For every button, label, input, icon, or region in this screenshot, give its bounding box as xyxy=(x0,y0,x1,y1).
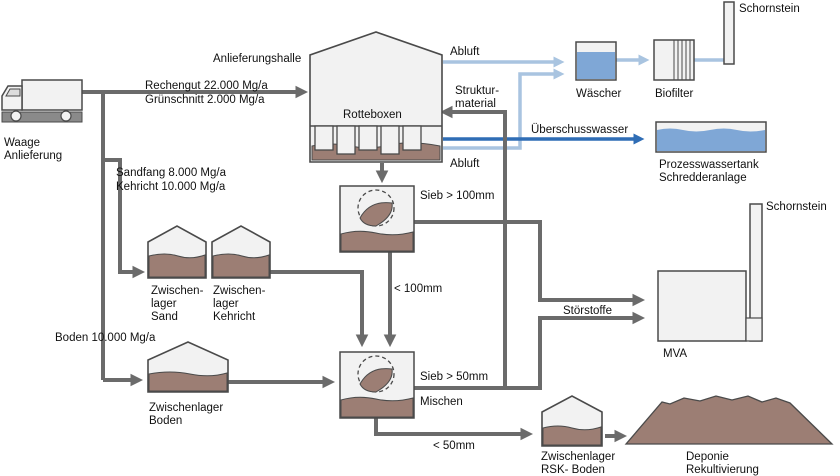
prozesswassertank-label-1: Prozesswassertank xyxy=(659,159,759,171)
zw-sand-label-1: Zwischen- xyxy=(151,285,204,297)
mischen-label: Mischen xyxy=(420,396,463,408)
schornstein-mva-label: Schornstein xyxy=(766,201,827,213)
zw-boden-label-2: Boden xyxy=(149,415,182,427)
deponie-label-2: Rekultivierung xyxy=(686,464,759,476)
biofilter-label: Biofilter xyxy=(655,88,694,100)
strukturmaterial-label-1: Struktur- xyxy=(455,85,499,97)
rottboxen-label: Rotteboxen xyxy=(343,109,402,121)
zwischenlager-boden xyxy=(147,341,229,393)
mva-plant xyxy=(657,203,763,342)
sandfang-label: Sandfang 8.000 Mg/a xyxy=(116,167,227,179)
prozesswassertank xyxy=(655,121,767,153)
anlieferungshalle-building xyxy=(309,31,443,163)
abluft-flow-bottom xyxy=(443,68,565,150)
sieb100-label: Sieb > 100mm xyxy=(420,190,494,202)
boden-label: Boden 10.000 Mg/a xyxy=(55,332,156,344)
sieb100-to-mva-flow xyxy=(412,220,646,307)
anlieferungshalle-label: Anlieferungshalle xyxy=(213,53,301,65)
zw-sand-label-3: Sand xyxy=(151,311,178,323)
schornstein-top-label: Schornstein xyxy=(739,3,800,15)
waescher-tank xyxy=(575,41,617,81)
truck-icon xyxy=(1,79,83,123)
chimney-top xyxy=(723,1,735,65)
zw-kehricht-label-1: Zwischen- xyxy=(213,285,266,297)
zwischenlager-kehricht xyxy=(211,225,271,279)
rechengut-label: Rechengut 22.000 Mg/a xyxy=(145,80,268,92)
sieb50-label: Sieb > 50mm xyxy=(420,371,488,383)
zw-kehricht-label-3: Kehricht xyxy=(213,311,256,323)
sieb50-to-mva-flow xyxy=(412,311,646,390)
deponie-label-1: Deponie xyxy=(686,451,729,463)
abluft-label-top: Abluft xyxy=(450,46,480,58)
zwischenlager-rsk-boden xyxy=(541,395,603,447)
zw-sand-label-2: lager xyxy=(151,298,177,310)
abluft-label-bottom: Abluft xyxy=(450,158,480,170)
waescher-label: Wäscher xyxy=(576,88,622,100)
sieb-50-mischen-unit xyxy=(339,351,415,419)
waage-label-2: Anlieferung xyxy=(4,150,62,162)
zw-boden-label-1: Zwischenlager xyxy=(149,402,223,414)
stoerstoffe-label: Störstoffe xyxy=(563,305,612,317)
deponie-mound xyxy=(624,395,834,445)
prozesswassertank-label-2: Schredderanlage xyxy=(659,172,747,184)
biofilter-unit xyxy=(653,39,695,81)
mva-label: MVA xyxy=(663,348,687,360)
fine-50-flow xyxy=(374,418,534,441)
ueberschusswasser-label: Überschusswasser xyxy=(531,124,628,136)
zw-rsk-label-2: RSK- Boden xyxy=(541,464,605,476)
kehricht-label: Kehricht 10.000 Mg/a xyxy=(116,181,226,193)
kleiner50-label: < 50mm xyxy=(433,440,475,452)
gruenschnitt-label: Grünschnitt 2.000 Mg/a xyxy=(145,94,265,106)
zw-kehricht-label-2: lager xyxy=(213,298,239,310)
waage-label-1: Waage xyxy=(4,137,40,149)
kleiner100-label: < 100mm xyxy=(394,283,442,295)
zw-rsk-label-1: Zwischenlager xyxy=(541,451,615,463)
strukturmaterial-label-2: material xyxy=(455,98,496,110)
sandfang-flow xyxy=(103,158,146,279)
strukturmaterial-return-flow xyxy=(439,105,507,388)
zwischenlager-sand xyxy=(147,225,207,279)
sieb-100-unit xyxy=(339,185,415,253)
material-flows xyxy=(82,85,646,443)
kehricht-to-mixing-flow xyxy=(268,270,369,348)
air-flows xyxy=(443,54,724,150)
